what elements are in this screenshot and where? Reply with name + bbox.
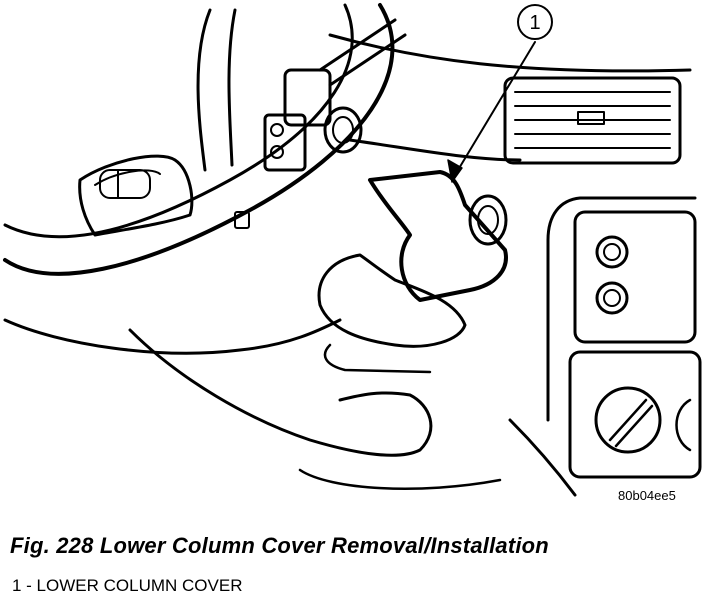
cover-ignition-opening [468, 194, 508, 246]
steering-wheel-rim [3, 3, 395, 276]
upper-hand [317, 253, 467, 348]
left-trim-inner [227, 8, 237, 167]
ignition-module [283, 68, 332, 127]
figure-caption: Fig. 228 Lower Column Cover Removal/Inst… [10, 533, 549, 558]
climate-panel [568, 350, 702, 479]
callout-arrowhead [447, 159, 463, 183]
mounting-bolt [234, 211, 250, 229]
steering-wheel-spoke [318, 18, 407, 87]
column-bracket [263, 113, 307, 172]
reference-code: 80b04ee5 [618, 488, 676, 503]
steering-wheel-lower-rim [3, 318, 342, 355]
dash-panel-lower-edge [348, 138, 522, 162]
multifunction-switch [78, 154, 194, 237]
lower-column-cover [368, 170, 508, 302]
center-stack [546, 196, 697, 242]
switch-button [99, 169, 151, 199]
control-knob-lower [595, 281, 629, 315]
knee-bolster [508, 418, 577, 497]
steering-wheel-rim-inner [3, 3, 354, 239]
air-vent [503, 76, 682, 165]
control-knob-upper [595, 235, 629, 269]
callout-leader-line [451, 41, 536, 181]
callout-number: 1 [529, 12, 540, 34]
dash-panel-edge [328, 33, 692, 73]
technical-illustration: 1 80b04ee5 [3, 3, 702, 503]
left-trim [196, 8, 212, 172]
column-cover-drawing: 1 80b04ee5 [3, 3, 702, 503]
climate-knob [594, 386, 662, 454]
lower-hand [128, 328, 433, 457]
key-cylinder [323, 106, 363, 154]
legend-item: 1 - LOWER COLUMN COVER [12, 576, 243, 595]
callout-circle [517, 4, 553, 40]
key-cylinder-inner [332, 116, 354, 144]
control-panel [573, 210, 697, 344]
